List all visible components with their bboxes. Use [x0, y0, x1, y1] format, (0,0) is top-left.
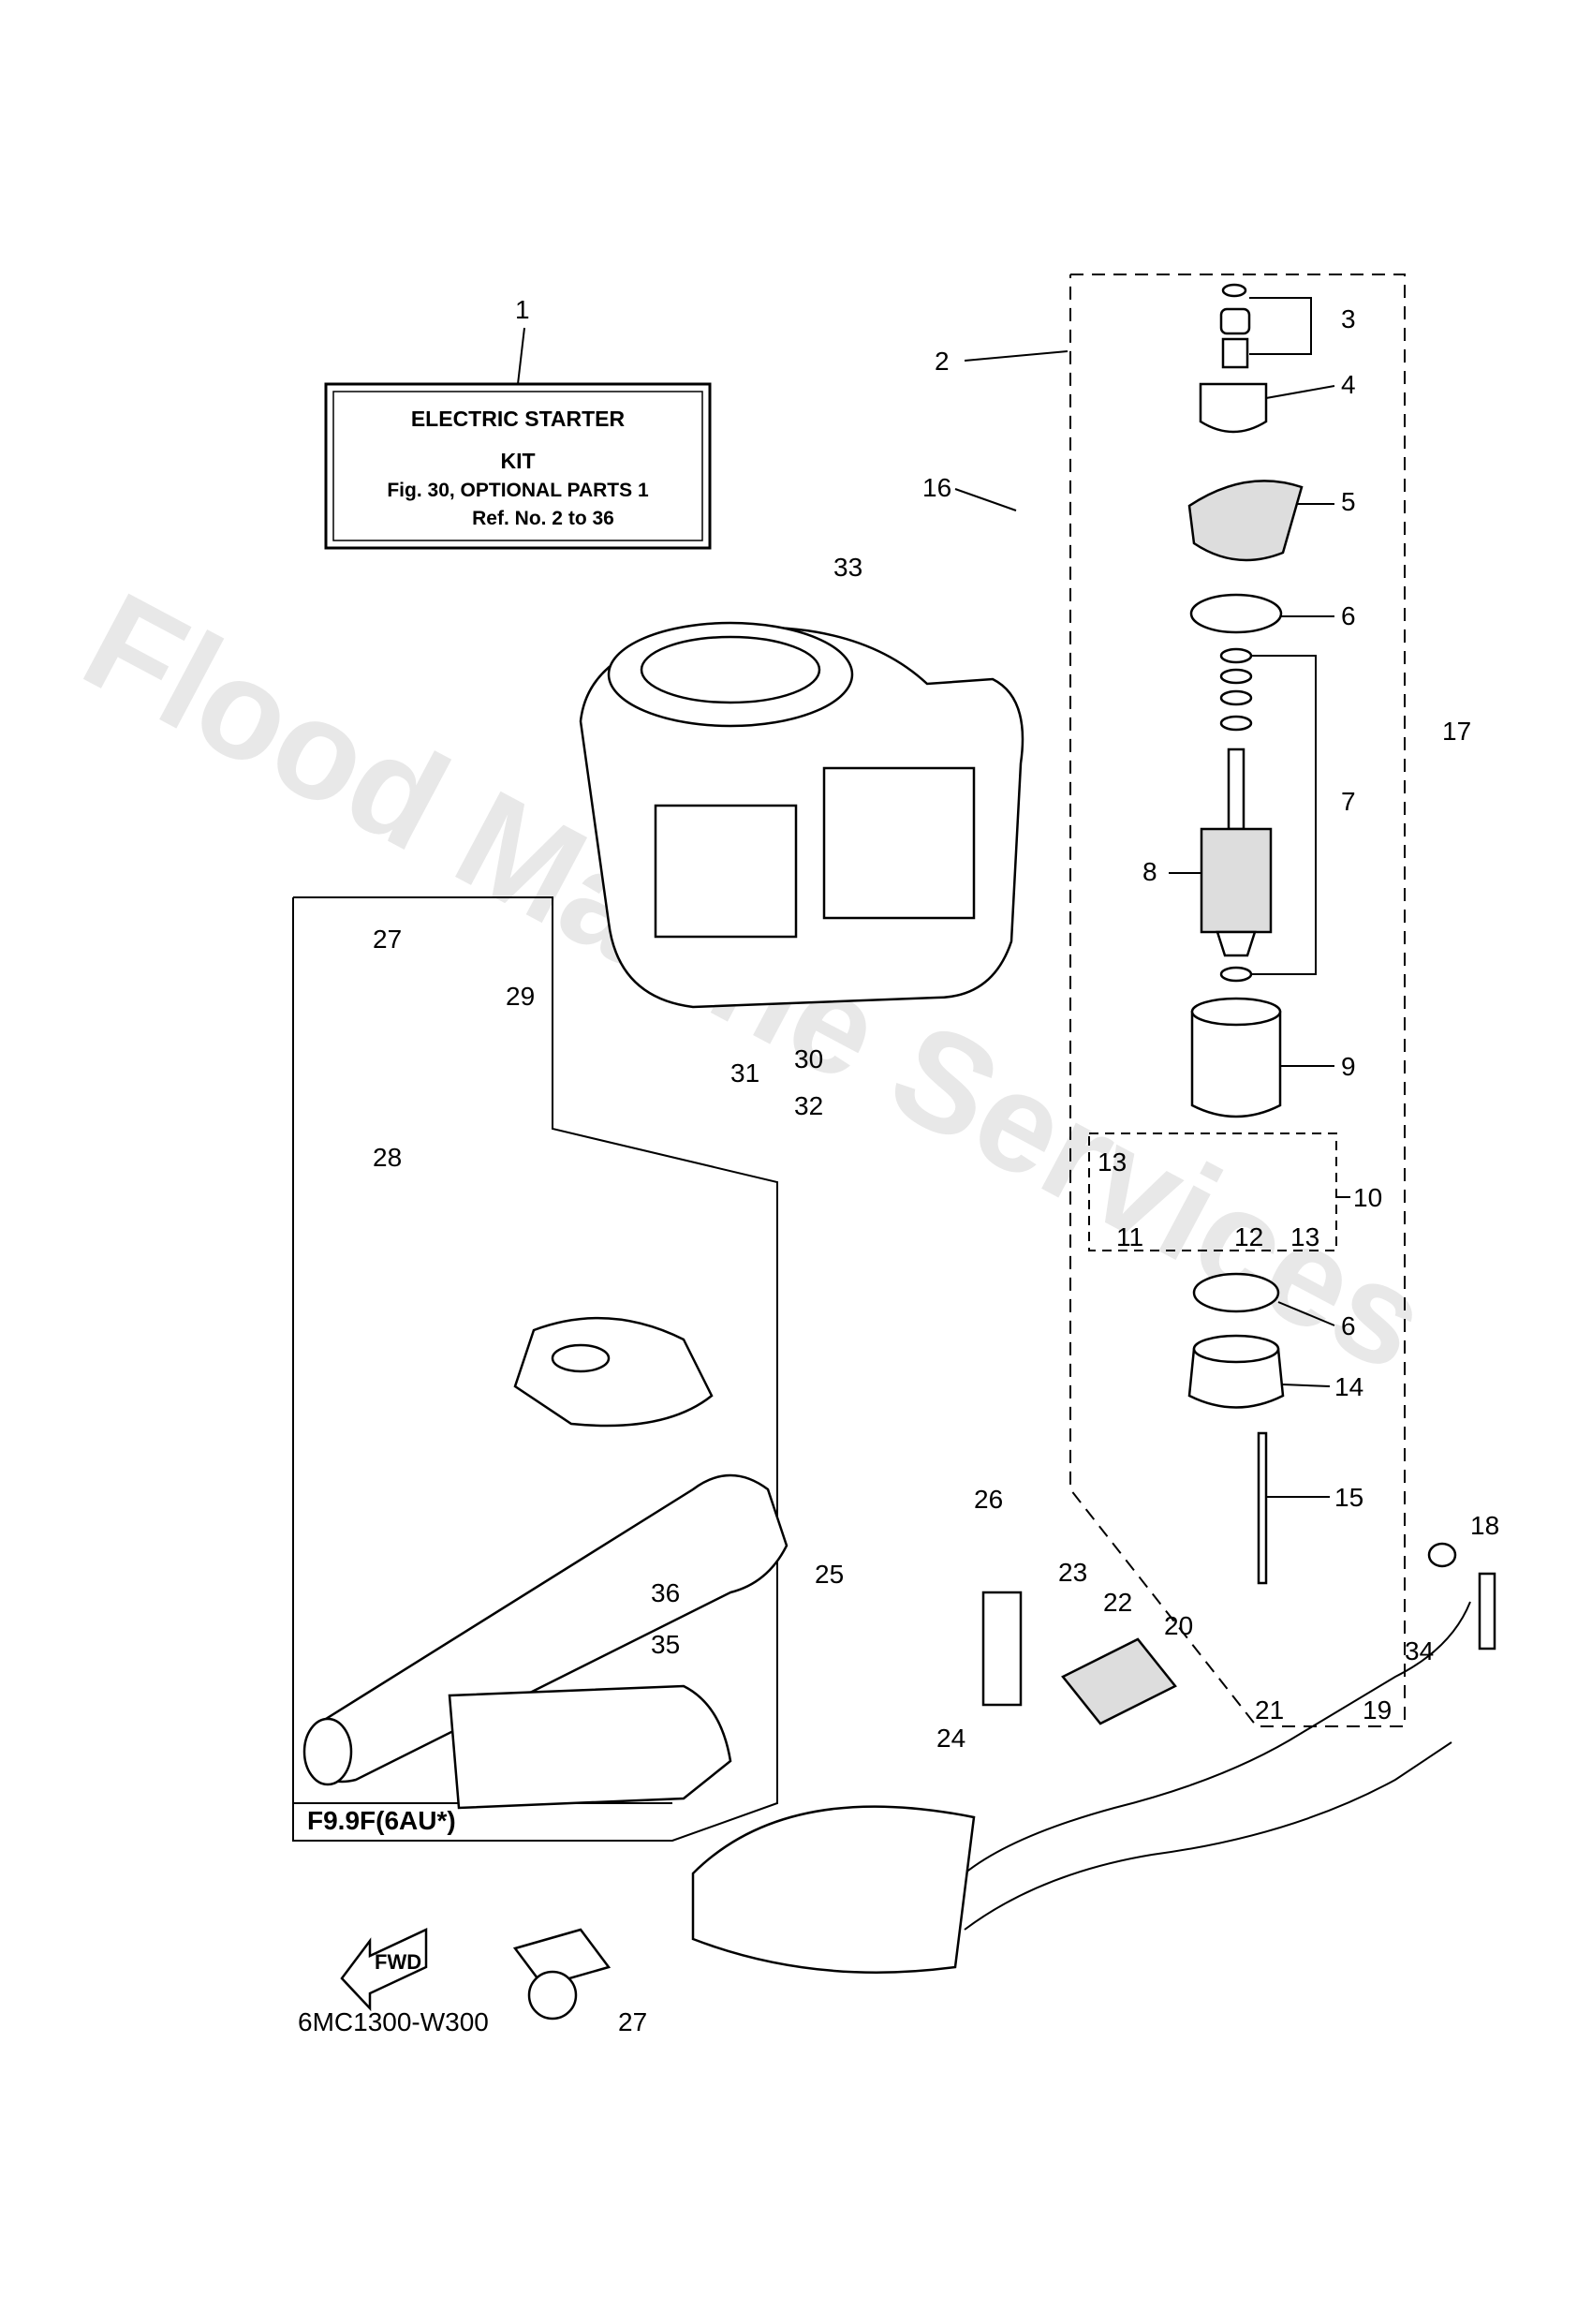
forward-direction-arrow: FWD: [340, 1928, 428, 2012]
callout-3: 3: [1341, 304, 1356, 333]
callout-12: 12: [1234, 1222, 1263, 1251]
callout-21: 21: [1255, 1695, 1284, 1724]
callout-8: 8: [1142, 857, 1157, 886]
callout-6-bottom: 6: [1341, 1311, 1356, 1340]
callout-24: 24: [936, 1724, 965, 1753]
callout-18: 18: [1470, 1511, 1499, 1540]
callout-14: 14: [1334, 1372, 1363, 1401]
callout-13-right: 13: [1290, 1222, 1319, 1251]
callout-25: 25: [815, 1560, 844, 1589]
kit-figure-ref: Fig. 30, OPTIONAL PARTS 1: [387, 480, 649, 501]
tiller-handle-sketch: [302, 1316, 788, 1810]
diagram-code: 6MC1300-W300: [298, 2007, 489, 2036]
callout-2: 2: [935, 347, 950, 376]
callout-16: 16: [922, 473, 951, 502]
callout-30: 30: [794, 1044, 823, 1073]
fwd-label: FWD: [375, 1950, 421, 1974]
callout-4: 4: [1341, 370, 1356, 399]
model-variant-frame: [292, 896, 778, 1842]
kit-subtitle: KIT: [500, 449, 535, 473]
callout-15: 15: [1334, 1483, 1363, 1512]
model-variant-label: F9.9F(6AU*): [307, 1806, 456, 1835]
callout-22: 22: [1103, 1588, 1132, 1617]
kit-ref-numbers: Ref. No. 2 to 36: [472, 508, 614, 529]
callout-10: 10: [1353, 1183, 1382, 1212]
engine-block-sketch: [579, 621, 1024, 1009]
callout-1: 1: [515, 295, 530, 324]
callout-27-top: 27: [373, 925, 402, 954]
callout-28: 28: [373, 1143, 402, 1172]
starter-assembly-boundary: [1069, 274, 1406, 1727]
callout-19: 19: [1363, 1695, 1392, 1724]
callout-33: 33: [833, 553, 862, 582]
callout-13-left: 13: [1098, 1147, 1127, 1177]
wiring-harness-sketch: [964, 1542, 1496, 1931]
callout-17: 17: [1442, 717, 1471, 746]
callout-26: 26: [974, 1485, 1003, 1514]
starter-motor-parts: [1088, 283, 1337, 1585]
callout-35: 35: [651, 1630, 680, 1659]
callout-11: 11: [1116, 1222, 1143, 1251]
callout-32: 32: [794, 1091, 823, 1120]
callout-9: 9: [1341, 1052, 1356, 1081]
callout-36: 36: [651, 1578, 680, 1607]
callout-6-top: 6: [1341, 601, 1356, 630]
callout-27-bottom: 27: [618, 2007, 647, 2036]
callout-7: 7: [1341, 787, 1356, 816]
bottom-cowling-sketch: [512, 1805, 976, 2021]
kit-info-box: ELECTRIC STARTER KIT Fig. 30, OPTIONAL P…: [324, 327, 712, 550]
callout-numbers: 1 2 3 4 5 6 7 8 9 10 11 12 13 13 6 14 15…: [373, 295, 1499, 2036]
callout-23: 23: [1058, 1558, 1087, 1587]
kit-title: ELECTRIC STARTER: [411, 407, 626, 431]
callout-31: 31: [730, 1058, 759, 1088]
callout-34: 34: [1405, 1636, 1434, 1665]
callout-29: 29: [506, 982, 535, 1011]
callout-20: 20: [1164, 1611, 1193, 1640]
callout-5: 5: [1341, 487, 1356, 516]
